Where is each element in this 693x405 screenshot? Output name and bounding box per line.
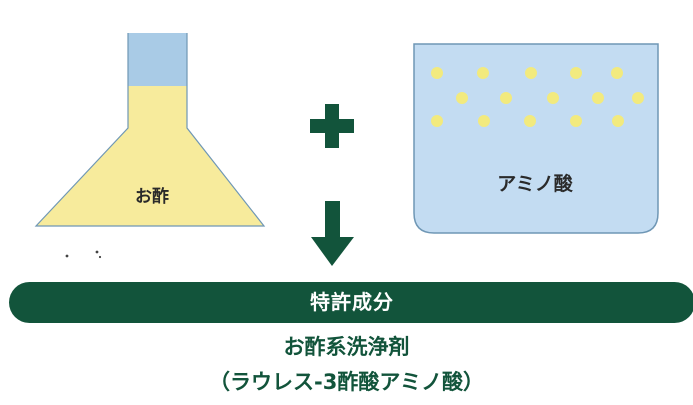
amino-bead	[612, 115, 624, 127]
amino-acid-label: アミノ酸	[497, 173, 573, 195]
vinegar-flask	[34, 33, 266, 227]
amino-bead	[547, 92, 559, 104]
amino-bead	[477, 67, 489, 79]
decorative-specks	[65, 250, 102, 259]
banner-label: 特許成分	[310, 290, 394, 314]
vinegar-label: お酢	[135, 187, 169, 207]
amino-bead	[611, 67, 623, 79]
amino-bead	[570, 67, 582, 79]
amino-bead	[524, 115, 536, 127]
plus-icon	[310, 104, 354, 148]
amino-beads	[431, 67, 644, 127]
down-arrow-icon	[311, 201, 354, 266]
amino-bead	[431, 115, 443, 127]
amino-bead	[570, 115, 582, 127]
amino-bead	[632, 92, 644, 104]
amino-bead	[525, 67, 537, 79]
amino-bead	[500, 92, 512, 104]
amino-bead	[478, 115, 490, 127]
patent-ingredient-banner: 特許成分	[9, 282, 693, 323]
product-subtitle: （ラウレス-3酢酸アミノ酸）	[209, 370, 484, 394]
beaker-body	[413, 43, 659, 234]
amino-beaker	[413, 43, 659, 234]
amino-bead	[431, 67, 443, 79]
flask-liquid	[36, 86, 264, 226]
flask-neck	[128, 33, 187, 86]
product-name: お酢系洗浄剤	[283, 335, 410, 359]
amino-bead	[592, 92, 604, 104]
amino-bead	[456, 92, 468, 104]
flask-outline	[34, 33, 266, 227]
